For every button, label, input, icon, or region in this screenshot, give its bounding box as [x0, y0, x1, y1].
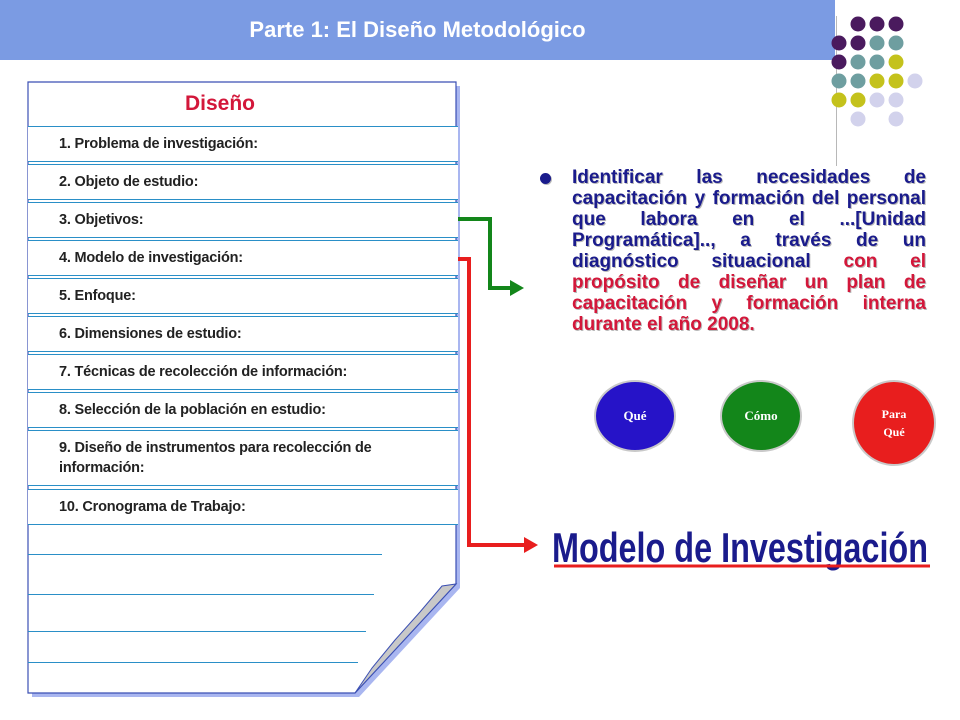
design-item: 9. Diseño de instrumentos para recolecci… [28, 430, 458, 486]
oval-que: Qué [594, 380, 676, 452]
model-title-art: Modelo de Investigación [551, 523, 930, 572]
objective-statement: Identificar las necesidades de capacitac… [540, 167, 926, 335]
design-item: 4. Modelo de investigación: [28, 240, 458, 276]
paper-fold [354, 583, 458, 694]
oval-como-label: Cómo [744, 408, 778, 423]
green-arrow-head [510, 280, 524, 296]
green-arrow-line [458, 217, 512, 290]
design-item: 10. Cronograma de Trabajo: [28, 489, 458, 525]
oval-para-que-label: Para Qué [881, 407, 907, 439]
blank-line [28, 554, 382, 555]
design-item-label: 9. Diseño de instrumentos para recolecci… [59, 440, 372, 476]
design-item-label: 10. Cronograma de Trabajo: [59, 499, 246, 515]
objective-part2: con el propósito de diseñar un plan de c… [572, 251, 926, 335]
header-divider [836, 16, 837, 166]
design-item: 8. Selección de la población en estudio: [28, 392, 458, 428]
design-item: 7. Técnicas de recolección de informació… [28, 354, 458, 390]
design-item-label: 2. Objeto de estudio: [59, 174, 199, 190]
oval-como: Cómo [720, 380, 802, 452]
design-item: 3. Objetivos: [28, 202, 458, 238]
design-item: 2. Objeto de estudio: [28, 164, 458, 200]
objective-part1: Identificar las necesidades de capacitac… [572, 167, 926, 272]
oval-que-label: Qué [623, 408, 647, 423]
blank-line [28, 662, 358, 663]
red-arrow-line [458, 257, 526, 547]
model-title: Modelo de Investigación [552, 524, 928, 571]
design-item-label: 4. Modelo de investigación: [59, 250, 243, 266]
red-arrow-head [524, 537, 538, 553]
page-title: Parte 1: El Diseño Metodológico [249, 17, 586, 42]
bullet-dot-icon [540, 173, 551, 184]
design-item-label: 7. Técnicas de recolección de informació… [59, 364, 348, 380]
design-item: 1. Problema de investigación: [28, 126, 458, 162]
design-item: 5. Enfoque: [28, 278, 458, 314]
design-item-label: 1. Problema de investigación: [59, 136, 258, 152]
design-item-label: 8. Selección de la población en estudio: [59, 402, 326, 418]
design-item-label: 3. Objetivos: [59, 212, 144, 228]
design-item-label: 6. Dimensiones de estudio: [59, 326, 242, 342]
panel-heading: Diseño [184, 92, 255, 115]
design-item: 6. Dimensiones de estudio: [28, 316, 458, 352]
blank-line [28, 594, 374, 595]
blank-line [28, 631, 366, 632]
header-bar: Parte 1: El Diseño Metodológico [0, 0, 835, 60]
oval-para-que: Para Qué [852, 380, 936, 466]
design-item-label: 5. Enfoque: [59, 288, 136, 304]
